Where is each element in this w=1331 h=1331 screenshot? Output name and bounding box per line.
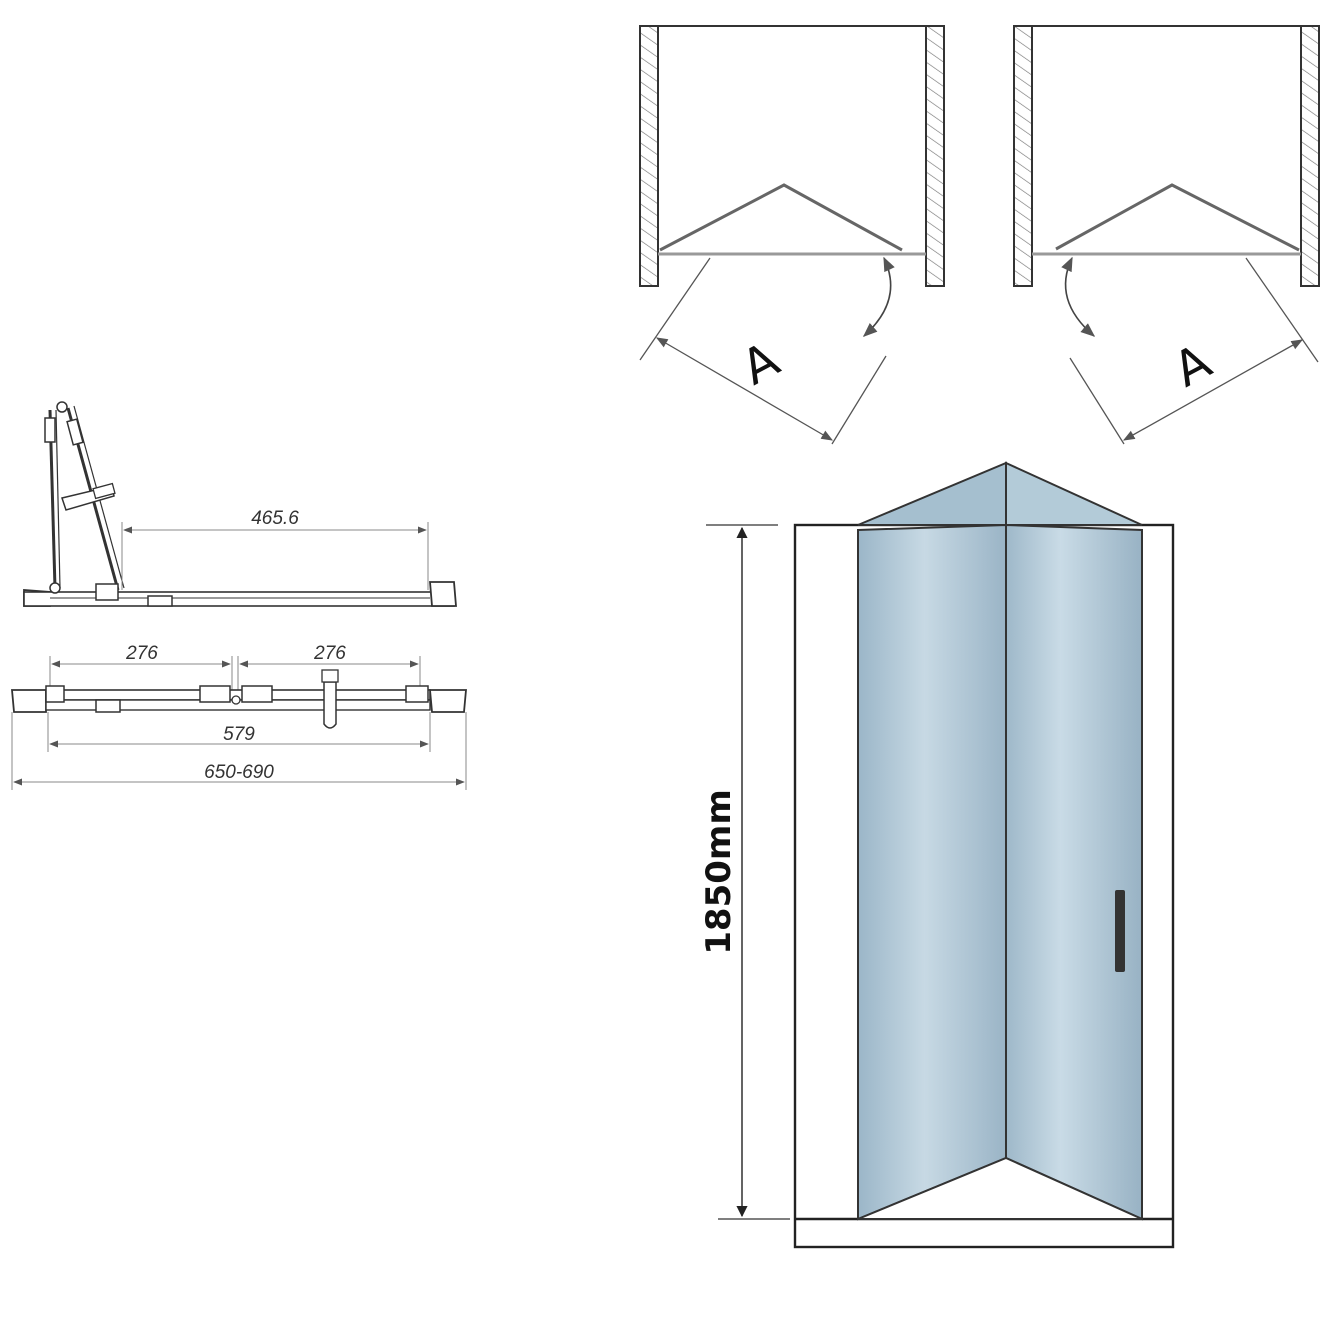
wall-profile-right (429, 689, 467, 713)
guide-block (95, 699, 121, 713)
dimension-A-line (1122, 339, 1304, 441)
height-label: 1850mm (699, 789, 739, 954)
bottom-fold-gap (857, 1156, 1143, 1220)
wall-right (1300, 25, 1320, 287)
bottom-pivot-icon (49, 582, 61, 594)
folded-door-panels (1055, 183, 1300, 252)
extension-line-left (639, 257, 711, 361)
handle-knob (321, 669, 339, 683)
extension-line-right (831, 355, 887, 445)
hinge-center-right (241, 685, 273, 703)
pivot-icon (56, 401, 68, 413)
wall-profile-right (429, 581, 457, 607)
glass-panel-right (1005, 523, 1143, 1221)
dimension-label-276-right: 276 (313, 643, 346, 664)
dimension-label-579: 579 (223, 724, 255, 745)
plan-view-closed: 276 276 579 650-690 (11, 643, 467, 790)
wall-right (925, 25, 945, 287)
hinge-top-left (44, 417, 56, 443)
plan-view-open: 465.6 (23, 401, 457, 607)
opening-diagram-left: A (639, 25, 945, 445)
top-fold-left (857, 461, 1007, 526)
extension-line-left (1069, 357, 1125, 445)
door-handle (1115, 890, 1125, 972)
top-fold-right (1005, 461, 1143, 526)
opening-diagram-right: A (1013, 25, 1320, 445)
dimension-label-overall: 650-690 (204, 762, 274, 783)
wall-profile-left (11, 689, 47, 713)
hinge-left (45, 685, 65, 703)
swing-arc (1061, 256, 1096, 337)
folded-door-panels (659, 183, 903, 252)
dimension-label-465: 465.6 (251, 508, 299, 529)
pivot-icon (231, 695, 241, 705)
dimension-label-A-right: A (1165, 333, 1220, 398)
wall-left (639, 25, 659, 287)
hinge-bottom (95, 583, 119, 601)
hinge-right (405, 685, 429, 703)
front-elevation: 1850mm (699, 461, 1175, 1249)
hinge-top-right (66, 418, 84, 446)
swing-arc (862, 256, 895, 337)
extension-line-right (1245, 257, 1319, 363)
guide-block (147, 595, 173, 607)
dimension-label-276-left: 276 (125, 643, 158, 664)
hinge-center-left (199, 685, 231, 703)
handle-knob (92, 482, 116, 500)
glass-panel-left (857, 523, 1007, 1221)
base-track (23, 591, 455, 607)
handle-icon (323, 681, 337, 729)
dimension-A-line (655, 337, 834, 441)
door-panel-vertical-inner (55, 409, 61, 589)
wall-left (1013, 25, 1033, 287)
